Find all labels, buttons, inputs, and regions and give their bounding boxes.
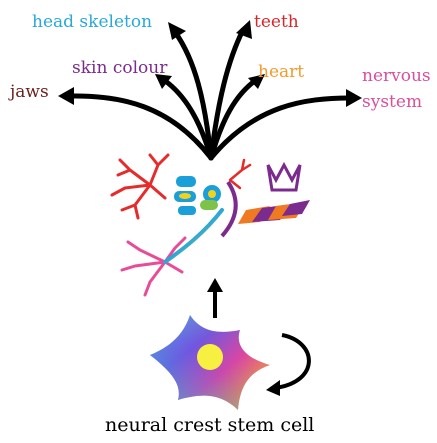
purple-arc-icon [222,182,236,236]
up-arrow [207,278,223,318]
derivatives-cluster [112,155,310,295]
self-renewal-arrow [266,335,309,396]
stem-cell-icon [150,315,270,410]
label-teeth: teeth [254,12,299,32]
stem-cell-nucleus [197,344,223,370]
label-heart: heart [258,62,304,82]
arrowhead-jaws [58,87,74,105]
arrowhead-nervous-system [346,89,362,107]
red-derivative-icon [112,155,168,218]
stem-cell-caption: neural crest stem cell [105,414,314,436]
label-skin-colour: skin colour [72,58,167,78]
heart-tissue-icon [238,200,310,224]
tooth-icon [268,165,300,190]
branch-stalk-icon [165,210,222,262]
red-small-branch-icon [230,160,250,188]
label-head-skeleton: head skeleton [32,12,152,32]
label-nervous-line1: nervous [362,66,431,86]
derivative-arrows [70,30,350,158]
pink-neuron-icon [122,238,185,295]
label-nervous-line2: system [362,92,422,112]
label-jaws: jaws [10,82,49,102]
blue-yellow-cells-icon [174,176,221,215]
